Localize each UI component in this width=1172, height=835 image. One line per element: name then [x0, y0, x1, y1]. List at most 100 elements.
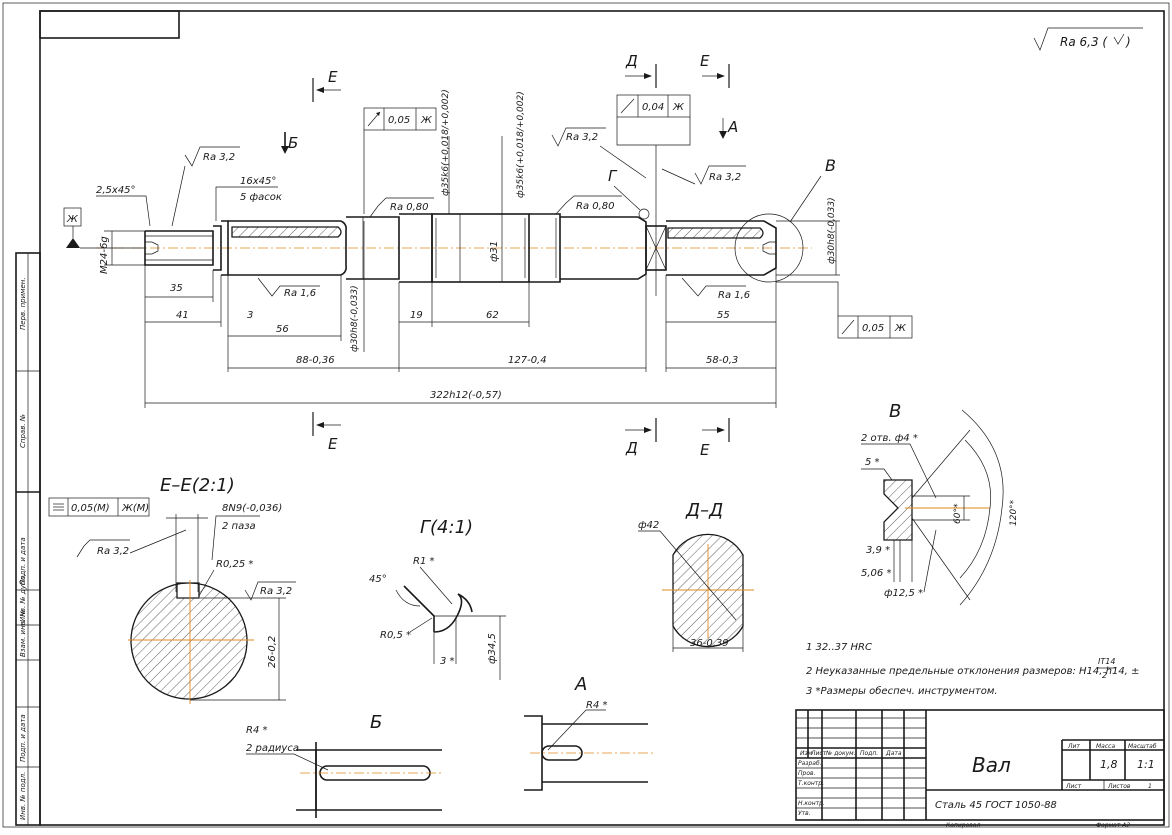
part-material: Сталь 45 ГОСТ 1050-88 [935, 800, 1057, 811]
svg-text:1:1: 1:1 [1137, 758, 1155, 771]
dim-127: 127-0,4 [508, 355, 547, 366]
svg-text:): ) [1125, 35, 1131, 49]
detail-g-title: Г(4:1) [420, 517, 473, 538]
svg-text:Листов: Листов [1107, 783, 1131, 790]
svg-text:№ докум.: № докум. [825, 750, 856, 757]
dim-d35-a: ф35k6(+0,018/+0,002) [441, 89, 451, 196]
svg-text:Е: Е [328, 435, 338, 453]
key-note: 2 паза [222, 521, 256, 532]
chamfer-1: 2,5x45° [96, 185, 136, 196]
svg-text:1: 1 [1148, 783, 1152, 790]
svg-text:120°*: 120°* [1009, 499, 1019, 526]
svg-text:Н.контр.: Н.контр. [798, 800, 825, 807]
svg-text:R1 *: R1 * [413, 556, 435, 567]
svg-text:R4 *: R4 * [586, 700, 608, 711]
dim-3: 3 [247, 310, 253, 321]
keyway-left [231, 226, 342, 238]
dim-d30-b: ф30h8(-0,033) [827, 197, 837, 264]
dim-88: 88-0,36 [296, 355, 335, 366]
svg-text:Изм: Изм [800, 750, 813, 757]
dim-62: 62 [486, 310, 499, 321]
detail-b: Б R4 * 2 радиуса [246, 712, 442, 818]
note-1: 1 32..37 HRC [806, 642, 872, 653]
svg-text:36-0,39: 36-0,39 [690, 638, 729, 649]
svg-text:Пров.: Пров. [798, 770, 816, 777]
dim-322: 322h12(-0,57) [430, 390, 502, 401]
detail-circle-v [734, 213, 804, 283]
svg-text:Лит: Лит [1067, 743, 1080, 750]
ra-16-left: Ra 1,6 [284, 288, 316, 299]
key-width: 8N9(-0,036) [222, 503, 282, 514]
dim-d30-a: ф30h8(-0,033) [350, 285, 360, 352]
stamp-inv-dubl: Инв. № дубл. [19, 574, 27, 622]
svg-text:2 радиуса: 2 радиуса [246, 743, 299, 754]
detail-b-title: Б [370, 712, 382, 733]
svg-text:Ж: Ж [894, 323, 907, 334]
detail-a: А R4 * [524, 674, 654, 791]
svg-text:Копировал: Копировал [946, 822, 980, 829]
svg-text:Лист: Лист [1065, 783, 1082, 790]
svg-text:Г: Г [608, 167, 618, 185]
svg-text:Б: Б [288, 134, 298, 152]
svg-text:R4 *: R4 * [246, 725, 268, 736]
detail-v-body [883, 479, 913, 541]
svg-text:В: В [825, 156, 836, 175]
dim-41: 41 [176, 310, 189, 321]
svg-text:R0,25 *: R0,25 * [216, 559, 253, 570]
svg-text:Е: Е [328, 68, 338, 86]
svg-text:Ж(M): Ж(M) [121, 503, 149, 514]
svg-text:Ж: Ж [66, 214, 79, 225]
svg-text:Е: Е [700, 52, 710, 70]
svg-text:0,05(M): 0,05(M) [71, 503, 110, 514]
ra-left: Ra 3,2 [203, 152, 235, 163]
note-2: 2 Неуказанные предельные отклонения разм… [806, 666, 1139, 677]
section-e-body [130, 582, 248, 700]
dim-55: 55 [717, 310, 730, 321]
svg-text:Т.контр.: Т.контр. [798, 780, 824, 787]
svg-text:Ra 3,2: Ra 3,2 [260, 586, 292, 597]
svg-text:1,8: 1,8 [1100, 758, 1118, 771]
general-roughness: Ra 6,3 ( ) [1033, 27, 1143, 51]
chamfer-2-note: 5 фасок [240, 192, 282, 203]
svg-text:Ж: Ж [672, 102, 685, 113]
dim-d35-b: ф35k6(+0,018/+0,002) [516, 91, 526, 198]
svg-text:Е: Е [700, 441, 710, 459]
stamp-podp-1: Подп. и дата [19, 537, 27, 585]
svg-text:IT14: IT14 [1098, 657, 1115, 666]
svg-text:ф12,5 *: ф12,5 * [884, 588, 923, 599]
thread-label: M24-6g [99, 236, 110, 274]
svg-text:Разраб.: Разраб. [798, 760, 822, 767]
stamp-vzam: Взам. инв. № [19, 609, 27, 657]
dim-56: 56 [276, 324, 289, 335]
detail-v: В 2 отв. ф4 * 5 * 60°* 120°* 3,9 * 5,06 … [861, 401, 1019, 606]
ra-32-mid: Ra 3,2 [566, 132, 598, 143]
svg-text:Ж: Ж [420, 115, 433, 126]
svg-text:60°*: 60°* [953, 503, 963, 524]
svg-text:Формат А2: Формат А2 [1096, 822, 1130, 829]
svg-text:Масштаб: Масштаб [1128, 743, 1157, 750]
keyway-right [667, 227, 764, 239]
section-e-e: Е–Е(2:1) 0,05(M) Ж(M) 8N9(-0,036) 2 паза… [48, 475, 296, 704]
stamp-perv-primen: Перв. примен. [19, 277, 27, 330]
section-d-title: Д–Д [685, 500, 723, 521]
detail-v-title: В [889, 401, 901, 422]
svg-text:Лист: Лист [810, 750, 827, 757]
detail-circle-g [638, 208, 650, 220]
technical-notes: 1 32..37 HRC 2 Неуказанные предельные от… [806, 642, 1139, 697]
svg-text:Дата: Дата [885, 750, 902, 757]
svg-text:Масса: Масса [1096, 743, 1115, 750]
svg-text:0,05: 0,05 [862, 323, 884, 334]
svg-text:0,04: 0,04 [642, 102, 664, 113]
detail-a-title: А [574, 674, 587, 695]
stamp-sprav: Справ. № [19, 414, 27, 448]
stamp-inv-podl: Инв. № подл. [19, 772, 27, 820]
svg-text:45°: 45° [369, 574, 387, 585]
svg-text:3,9 *: 3,9 * [866, 545, 890, 556]
svg-text:R0,5 *: R0,5 * [380, 630, 411, 641]
svg-text:Ra 3,2: Ra 3,2 [97, 546, 129, 557]
dim-35: 35 [170, 283, 183, 294]
ra-080-b: Ra 0,80 [576, 201, 615, 212]
svg-text:ф42: ф42 [638, 520, 659, 531]
